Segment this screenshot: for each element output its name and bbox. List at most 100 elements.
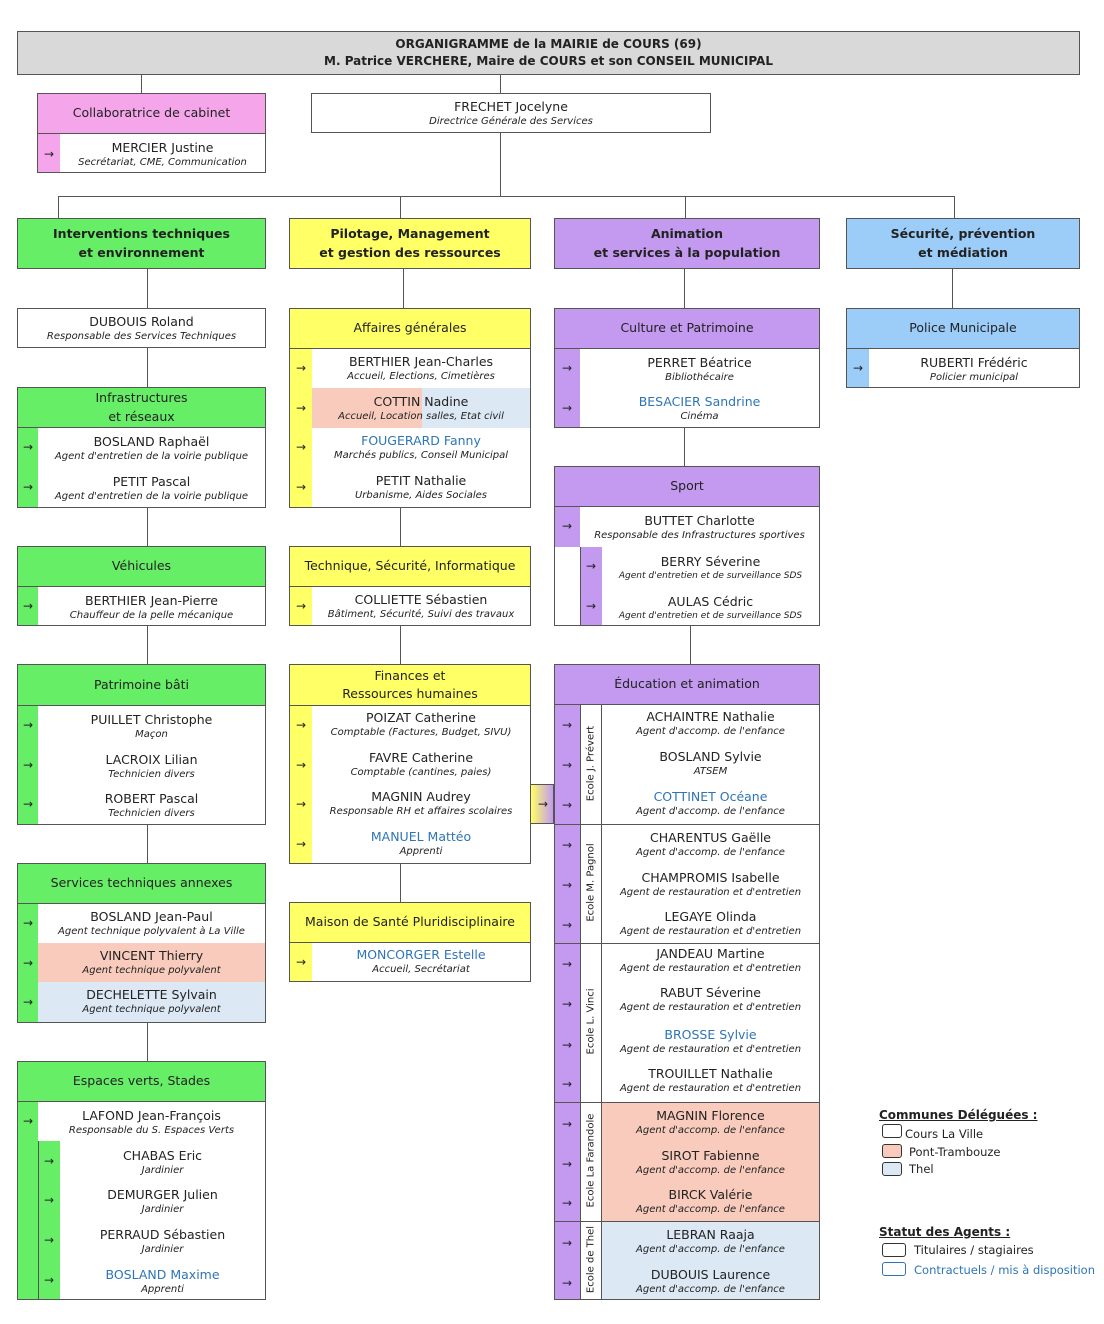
member-role: Apprenti — [141, 1284, 184, 1295]
arrow-icon: → — [561, 401, 573, 415]
infra-member: PETIT Pascal Agent d'entretien de la voi… — [38, 473, 265, 503]
arrow-icon: → — [561, 519, 573, 533]
school-member: LEGAYE Olinda Agent de restauration et d… — [602, 908, 819, 938]
member-role: Responsable RH et affaires scolaires — [329, 806, 513, 817]
member-name: TROUILLET Nathalie — [648, 1066, 773, 1081]
school-member: SIROT Fabienne Agent d'accomp. de l'enfa… — [602, 1147, 819, 1177]
tech-head-box: DUBOUIS Roland Responsable des Services … — [17, 308, 266, 348]
member-name: MERCIER Justine — [111, 140, 214, 155]
arrow-icon: → — [561, 997, 573, 1011]
vehicules-strip — [18, 587, 38, 625]
arrow-icon: → — [561, 878, 573, 892]
connector — [400, 196, 401, 218]
arrow-icon: → — [561, 1117, 573, 1131]
arrow-icon: → — [561, 838, 573, 852]
connector — [147, 825, 148, 863]
member-name: PETIT Pascal — [112, 474, 191, 489]
member-name: LAFOND Jean-François — [82, 1108, 221, 1123]
arrow-icon: → — [295, 837, 307, 851]
member-role: Technicien divers — [108, 769, 195, 780]
connector — [400, 508, 401, 546]
connector — [147, 348, 148, 387]
espaces-member: BOSLAND Maxime Apprenti — [60, 1266, 265, 1296]
infra-strip — [18, 428, 38, 507]
member-name: CHABAS Eric — [122, 1148, 203, 1163]
member-role: Agent de restauration et d'entretien — [619, 1002, 802, 1013]
vehicules-member: BERTHIER Jean-Pierre Chauffeur de la pel… — [38, 592, 265, 622]
thel-tint — [422, 388, 530, 428]
school-member: CHARENTUS Gaëlle Agent d'accomp. de l'en… — [602, 829, 819, 859]
member-role: Agent technique polyvalent — [82, 1004, 221, 1015]
member-role: Agent de restauration et d'entretien — [619, 1083, 802, 1094]
patrimoine-member: LACROIX Lilian Technicien divers — [38, 751, 265, 781]
legend-statut-title: Statut des Agents : — [879, 1225, 1011, 1239]
member-name: MAGNIN Florence — [656, 1108, 765, 1123]
member-role: Comptable (Factures, Budget, SIVU) — [330, 727, 512, 738]
pont-trambouze-tint — [38, 943, 265, 982]
arrow-icon: → — [295, 797, 307, 811]
finances-header: Finances et Ressources humaines — [289, 664, 531, 706]
school-member: BOSLAND Sylvie ATSEM — [602, 748, 819, 778]
culture-strip — [555, 349, 580, 427]
arrow-icon: → — [585, 559, 597, 573]
member-name: BESACIER Sandrine — [638, 394, 761, 409]
annexes-body: → BOSLAND Jean-Paul Agent technique poly… — [17, 903, 266, 1023]
connector — [400, 626, 401, 664]
member-name: ACHAINTRE Nathalie — [646, 709, 775, 724]
pont-trambouze-tint — [602, 1102, 819, 1221]
police-body: → RUBERTI Frédéric Policier municipal — [846, 348, 1080, 388]
member-role: Cinéma — [680, 411, 719, 422]
member-name: PUILLET Christophe — [90, 712, 213, 727]
thel-tint — [602, 1221, 819, 1299]
member-role: Urbanisme, Aides Sociales — [354, 490, 487, 501]
member-role: Bâtiment, Sécurité, Suivi des travaux — [327, 609, 515, 620]
school-label: Ecole de Thel — [585, 1225, 597, 1294]
affaires-member: FOUGERARD Fanny Marchés publics, Conseil… — [312, 432, 530, 462]
sport-member: BERRY Séverine Agent d'entretien et de s… — [602, 553, 819, 583]
culture-member: PERRET Béatrice Bibliothécaire — [580, 354, 819, 384]
school-member: BROSSE Sylvie Agent de restauration et d… — [602, 1026, 819, 1056]
connector — [952, 269, 953, 308]
thel-tint — [38, 982, 265, 1022]
finances-strip — [290, 706, 312, 863]
infra-body: → BOSLAND Raphaël Agent d'entretien de l… — [17, 427, 266, 508]
finances-education-link — [531, 784, 554, 824]
member-role: Jardinier — [141, 1165, 184, 1176]
culture-body: → PERRET Béatrice Bibliothécaire → BESAC… — [554, 348, 820, 428]
arrow-icon: → — [561, 361, 573, 375]
member-name: BUTTET Charlotte — [644, 513, 755, 528]
sport-sub-strip — [580, 547, 602, 625]
technique-header: Technique, Sécurité, Informatique — [289, 546, 531, 587]
arrow-icon: → — [561, 1276, 573, 1290]
connector — [58, 196, 59, 218]
member-role: Accueil, Elections, Cimetières — [347, 371, 495, 382]
arrow-icon: → — [22, 440, 34, 454]
school-label: Ecole M. Pagnol — [585, 843, 597, 922]
annexes-member: BOSLAND Jean-Paul Agent technique polyva… — [38, 908, 265, 938]
arrow-icon: → — [561, 1196, 573, 1210]
member-name: BIRCK Valérie — [668, 1187, 753, 1202]
member-name: AULAS Cédric — [667, 594, 754, 609]
member-name: BERRY Séverine — [660, 554, 761, 569]
member-name: DUBOUIS Roland — [89, 314, 194, 329]
technique-member: COLLIETTE Sébastien Bâtiment, Sécurité, … — [312, 591, 530, 621]
member-name: COTTIN Nadine — [373, 394, 469, 409]
member-role: Agent technique polyvalent — [82, 965, 221, 976]
arrow-icon: → — [295, 440, 307, 454]
arrow-icon: → — [561, 1077, 573, 1091]
cabinet-strip — [38, 134, 60, 172]
patrimoine-member: ROBERT Pascal Technicien divers — [38, 790, 265, 820]
member-role: Agent de restauration et d'entretien — [619, 963, 802, 974]
affaires-member: COTTIN Nadine Accueil, Location salles, … — [312, 393, 530, 423]
arrow-icon: → — [295, 718, 307, 732]
school-separator — [555, 824, 819, 825]
member-role: Agent d'accomp. de l'enfance — [636, 1204, 785, 1215]
arrow-icon: → — [295, 480, 307, 494]
dgs-entry: FRECHET Jocelyne Directrice Générale des… — [312, 98, 710, 128]
school-member: LEBRAN Raaja Agent d'accomp. de l'enfanc… — [602, 1226, 819, 1256]
school-label: Ecole J. Prévert — [585, 725, 597, 802]
arrow-icon: → — [22, 480, 34, 494]
arrow-icon: → — [43, 1193, 55, 1207]
member-role: Secrétariat, CME, Communication — [78, 157, 247, 168]
sport-header: Sport — [554, 466, 820, 507]
